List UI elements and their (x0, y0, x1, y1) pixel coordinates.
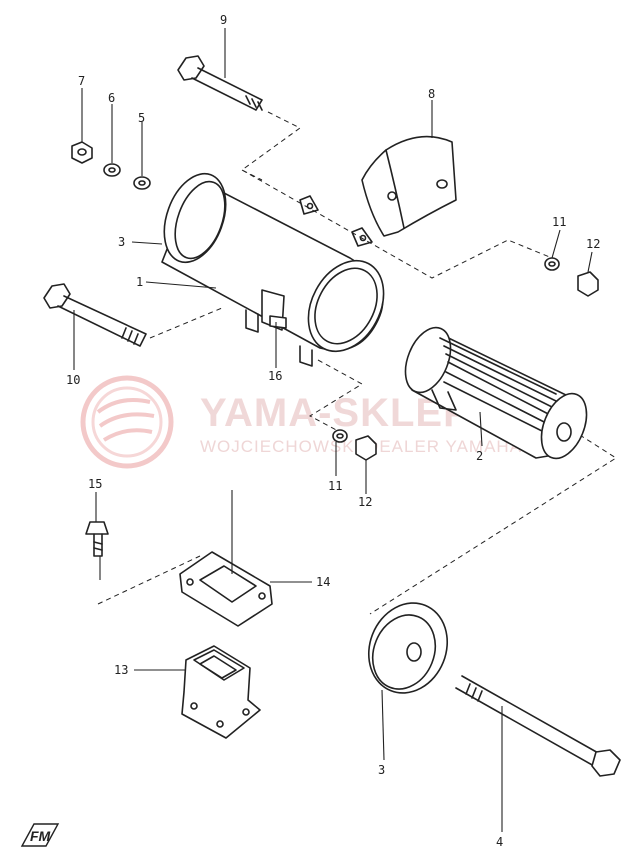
callout-10: 10 (66, 373, 80, 387)
callout-4: 4 (496, 835, 503, 849)
nut-part-12-bottom (355, 435, 377, 461)
callout-12-bottom: 12 (358, 495, 372, 509)
bolt-part-10 (43, 283, 147, 347)
nut-part-12-top (577, 271, 599, 297)
washer-part-11-top (544, 257, 560, 271)
callout-13: 13 (114, 663, 128, 677)
washer-part-5 (133, 176, 151, 190)
callout-6: 6 (108, 91, 115, 105)
callout-8: 8 (428, 87, 435, 101)
callout-3-top: 3 (118, 235, 125, 249)
callout-3-bottom: 3 (378, 763, 385, 777)
washer-part-6 (103, 163, 121, 177)
bolt-part-4 (455, 675, 621, 777)
callout-11-bottom: 11 (328, 479, 342, 493)
callout-12-top: 12 (586, 237, 600, 251)
assembly-lines (97, 111, 617, 615)
watermark-logo-icon (80, 375, 174, 469)
callout-labels: 9 7 6 5 8 3 1 11 12 10 16 2 11 12 15 14 … (66, 13, 600, 849)
screw-part-15 (85, 521, 109, 557)
callout-15: 15 (88, 477, 102, 491)
corner-logo-text: FM (30, 828, 51, 844)
callout-1: 1 (136, 275, 143, 289)
spark-arrester-part-2 (404, 326, 588, 460)
heat-shield-part-8 (361, 135, 457, 237)
clamp-bolt-part-16 (269, 315, 287, 329)
callout-14: 14 (316, 575, 330, 589)
flange-part-13 (181, 645, 261, 739)
callout-5: 5 (138, 111, 145, 125)
callout-7: 7 (78, 74, 85, 88)
end-cap-part-3-top (163, 172, 227, 264)
callout-11-top: 11 (552, 215, 566, 229)
callout-9: 9 (220, 13, 227, 27)
callout-2: 2 (476, 449, 483, 463)
end-cap-part-3-bottom (367, 602, 449, 694)
corner-logo: FM (20, 823, 60, 847)
nut-part-7 (71, 141, 93, 164)
gasket-part-14 (179, 551, 273, 627)
callout-16: 16 (268, 369, 282, 383)
washer-part-11-bottom (332, 429, 348, 443)
bolt-part-9 (177, 55, 263, 111)
watermark-brand: YAMA-SKLEP (200, 391, 471, 435)
leader-lines (73, 28, 593, 832)
